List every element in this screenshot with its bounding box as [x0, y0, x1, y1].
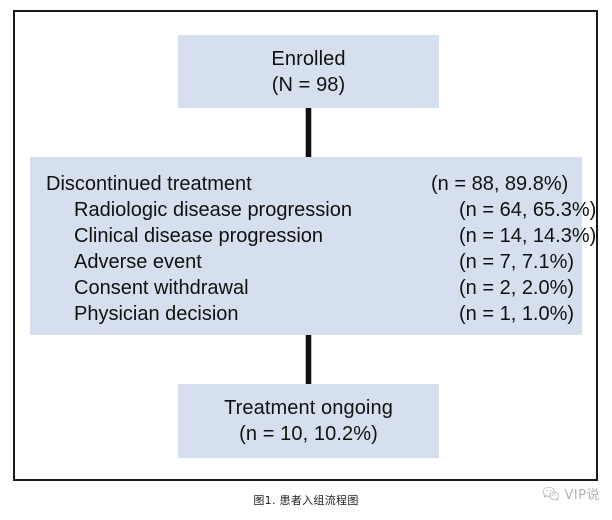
reason-row: Adverse event (n = 7, 7.1%): [46, 249, 574, 275]
connector-enrolled-to-discontinued: [305, 108, 312, 157]
ongoing-title: Treatment ongoing: [224, 397, 393, 419]
reason-stat: (n = 14, 14.3%): [459, 225, 597, 247]
reason-label: Discontinued treatment: [46, 173, 252, 195]
reason-row: Physician decision (n = 1, 1.0%): [46, 301, 574, 327]
reason-label: Adverse event: [74, 251, 202, 273]
reason-stat: (n = 7, 7.1%): [459, 251, 575, 273]
reason-row: Clinical disease progression (n = 14, 14…: [46, 223, 596, 249]
flow-box-treatment-ongoing: Treatment ongoing (n = 10, 10.2%): [178, 384, 439, 458]
reason-stat: (n = 88, 89.8%): [431, 173, 569, 195]
reason-stat: (n = 1, 1.0%): [459, 303, 575, 325]
flow-box-enrolled: Enrolled (N = 98): [178, 35, 439, 108]
figure-frame: Enrolled (N = 98) Discontinued treatment…: [13, 10, 598, 481]
reason-row: Radiologic disease progression (n = 64, …: [46, 197, 596, 223]
enrolled-title: Enrolled: [271, 47, 346, 70]
reason-stat: (n = 2, 2.0%): [459, 277, 575, 299]
reason-label: Physician decision: [74, 303, 239, 325]
enrolled-count: (N = 98): [271, 73, 346, 96]
reason-row: Discontinued treatment (n = 88, 89.8%): [46, 171, 569, 197]
ongoing-count: (n = 10, 10.2%): [239, 423, 378, 445]
watermark-text: VIP说: [564, 488, 600, 503]
watermark: VIP说: [542, 484, 600, 503]
figure-caption: 图1. 患者入组流程图: [253, 494, 359, 507]
flow-box-discontinued: Discontinued treatment (n = 88, 89.8%) R…: [30, 157, 596, 335]
reason-label: Consent withdrawal: [74, 277, 249, 299]
reason-label: Radiologic disease progression: [74, 199, 352, 221]
reason-stat: (n = 64, 65.3%): [459, 199, 597, 221]
connector-discontinued-to-ongoing: [305, 335, 312, 384]
wechat-logo-icon: [543, 486, 560, 501]
reason-row: Consent withdrawal (n = 2, 2.0%): [46, 275, 574, 301]
reason-label: Clinical disease progression: [74, 225, 324, 247]
